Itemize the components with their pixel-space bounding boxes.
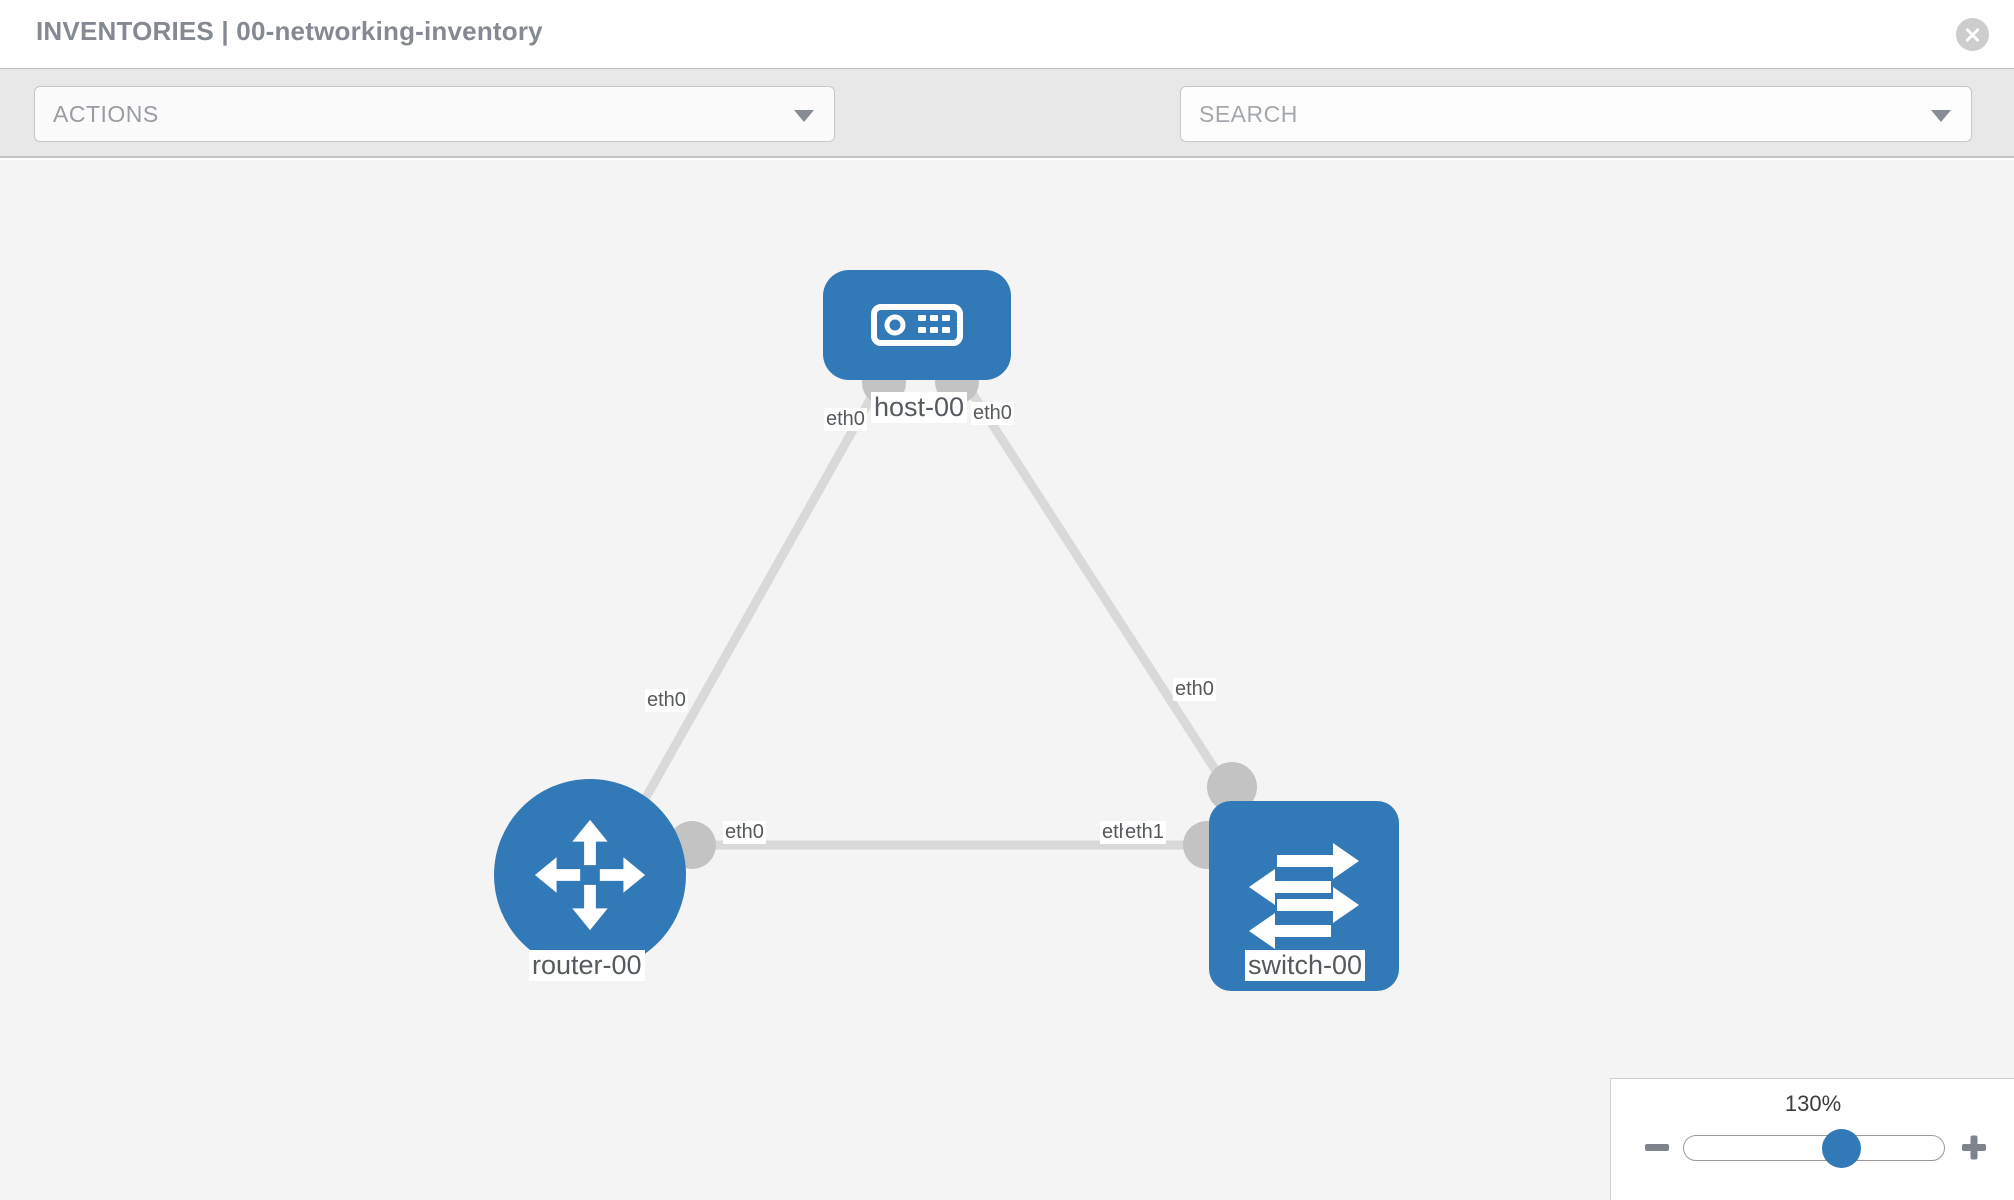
chevron-down-icon[interactable] [1931,110,1951,122]
switch-arrows-icon [1249,843,1359,949]
zoom-slider-thumb[interactable] [1821,1129,1861,1168]
close-button[interactable] [1956,18,1989,51]
server-device-icon [871,304,963,346]
link-host00-switch00[interactable] [960,377,1245,813]
node-router-00[interactable] [494,779,686,971]
iface-label-switch00-left: eth1 [1123,821,1166,844]
page-header: INVENTORIES | 00-networking-inventory [0,0,2014,68]
node-host-00-shape[interactable] [823,270,1011,380]
chevron-down-icon [794,110,814,122]
node-router-00-shape[interactable] [494,779,686,971]
minus-icon [1645,1144,1669,1151]
node-router-00-label: router-00 [529,950,645,982]
iface-label-router00-up: eth0 [645,689,688,712]
search-placeholder: SEARCH [1199,100,1298,127]
node-switch-00-label: switch-00 [1245,950,1366,982]
zoom-slider[interactable] [1683,1129,1945,1168]
node-switch-00[interactable] [1209,801,1399,991]
search-input[interactable]: SEARCH [1180,86,1972,142]
zoom-control-panel: 130% [1610,1078,2014,1200]
iface-label-host00-right: eth0 [971,402,1014,425]
page-title: INVENTORIES | 00-networking-inventory [36,16,543,46]
node-host-00[interactable] [823,270,1011,380]
zoom-level-value: 130% [1784,1091,1842,1116]
plus-icon [1962,1135,1986,1160]
toolbar: ACTIONS SEARCH [0,68,2014,197]
connector-group [668,360,1257,869]
zoom-out-button[interactable] [1639,1129,1675,1165]
connector-switch00-top[interactable] [1207,762,1257,812]
iface-label-host00-left: eth0 [824,408,867,431]
actions-dropdown[interactable]: ACTIONS [34,86,835,142]
node-host-00-label: host-00 [871,392,968,424]
node-switch-00-shape[interactable] [1209,801,1399,991]
iface-label-switch00-up: eth0 [1173,678,1216,701]
router-arrows-icon [534,819,646,931]
link-host00-router00[interactable] [635,377,885,813]
link-group [635,377,1245,850]
zoom-in-button[interactable] [1956,1129,1992,1165]
actions-dropdown-label: ACTIONS [53,100,159,127]
iface-label-router00-right: eth0 [723,821,766,844]
topology-canvas[interactable]: host-00 router-00 [0,160,2014,1200]
close-icon [1965,28,1980,42]
